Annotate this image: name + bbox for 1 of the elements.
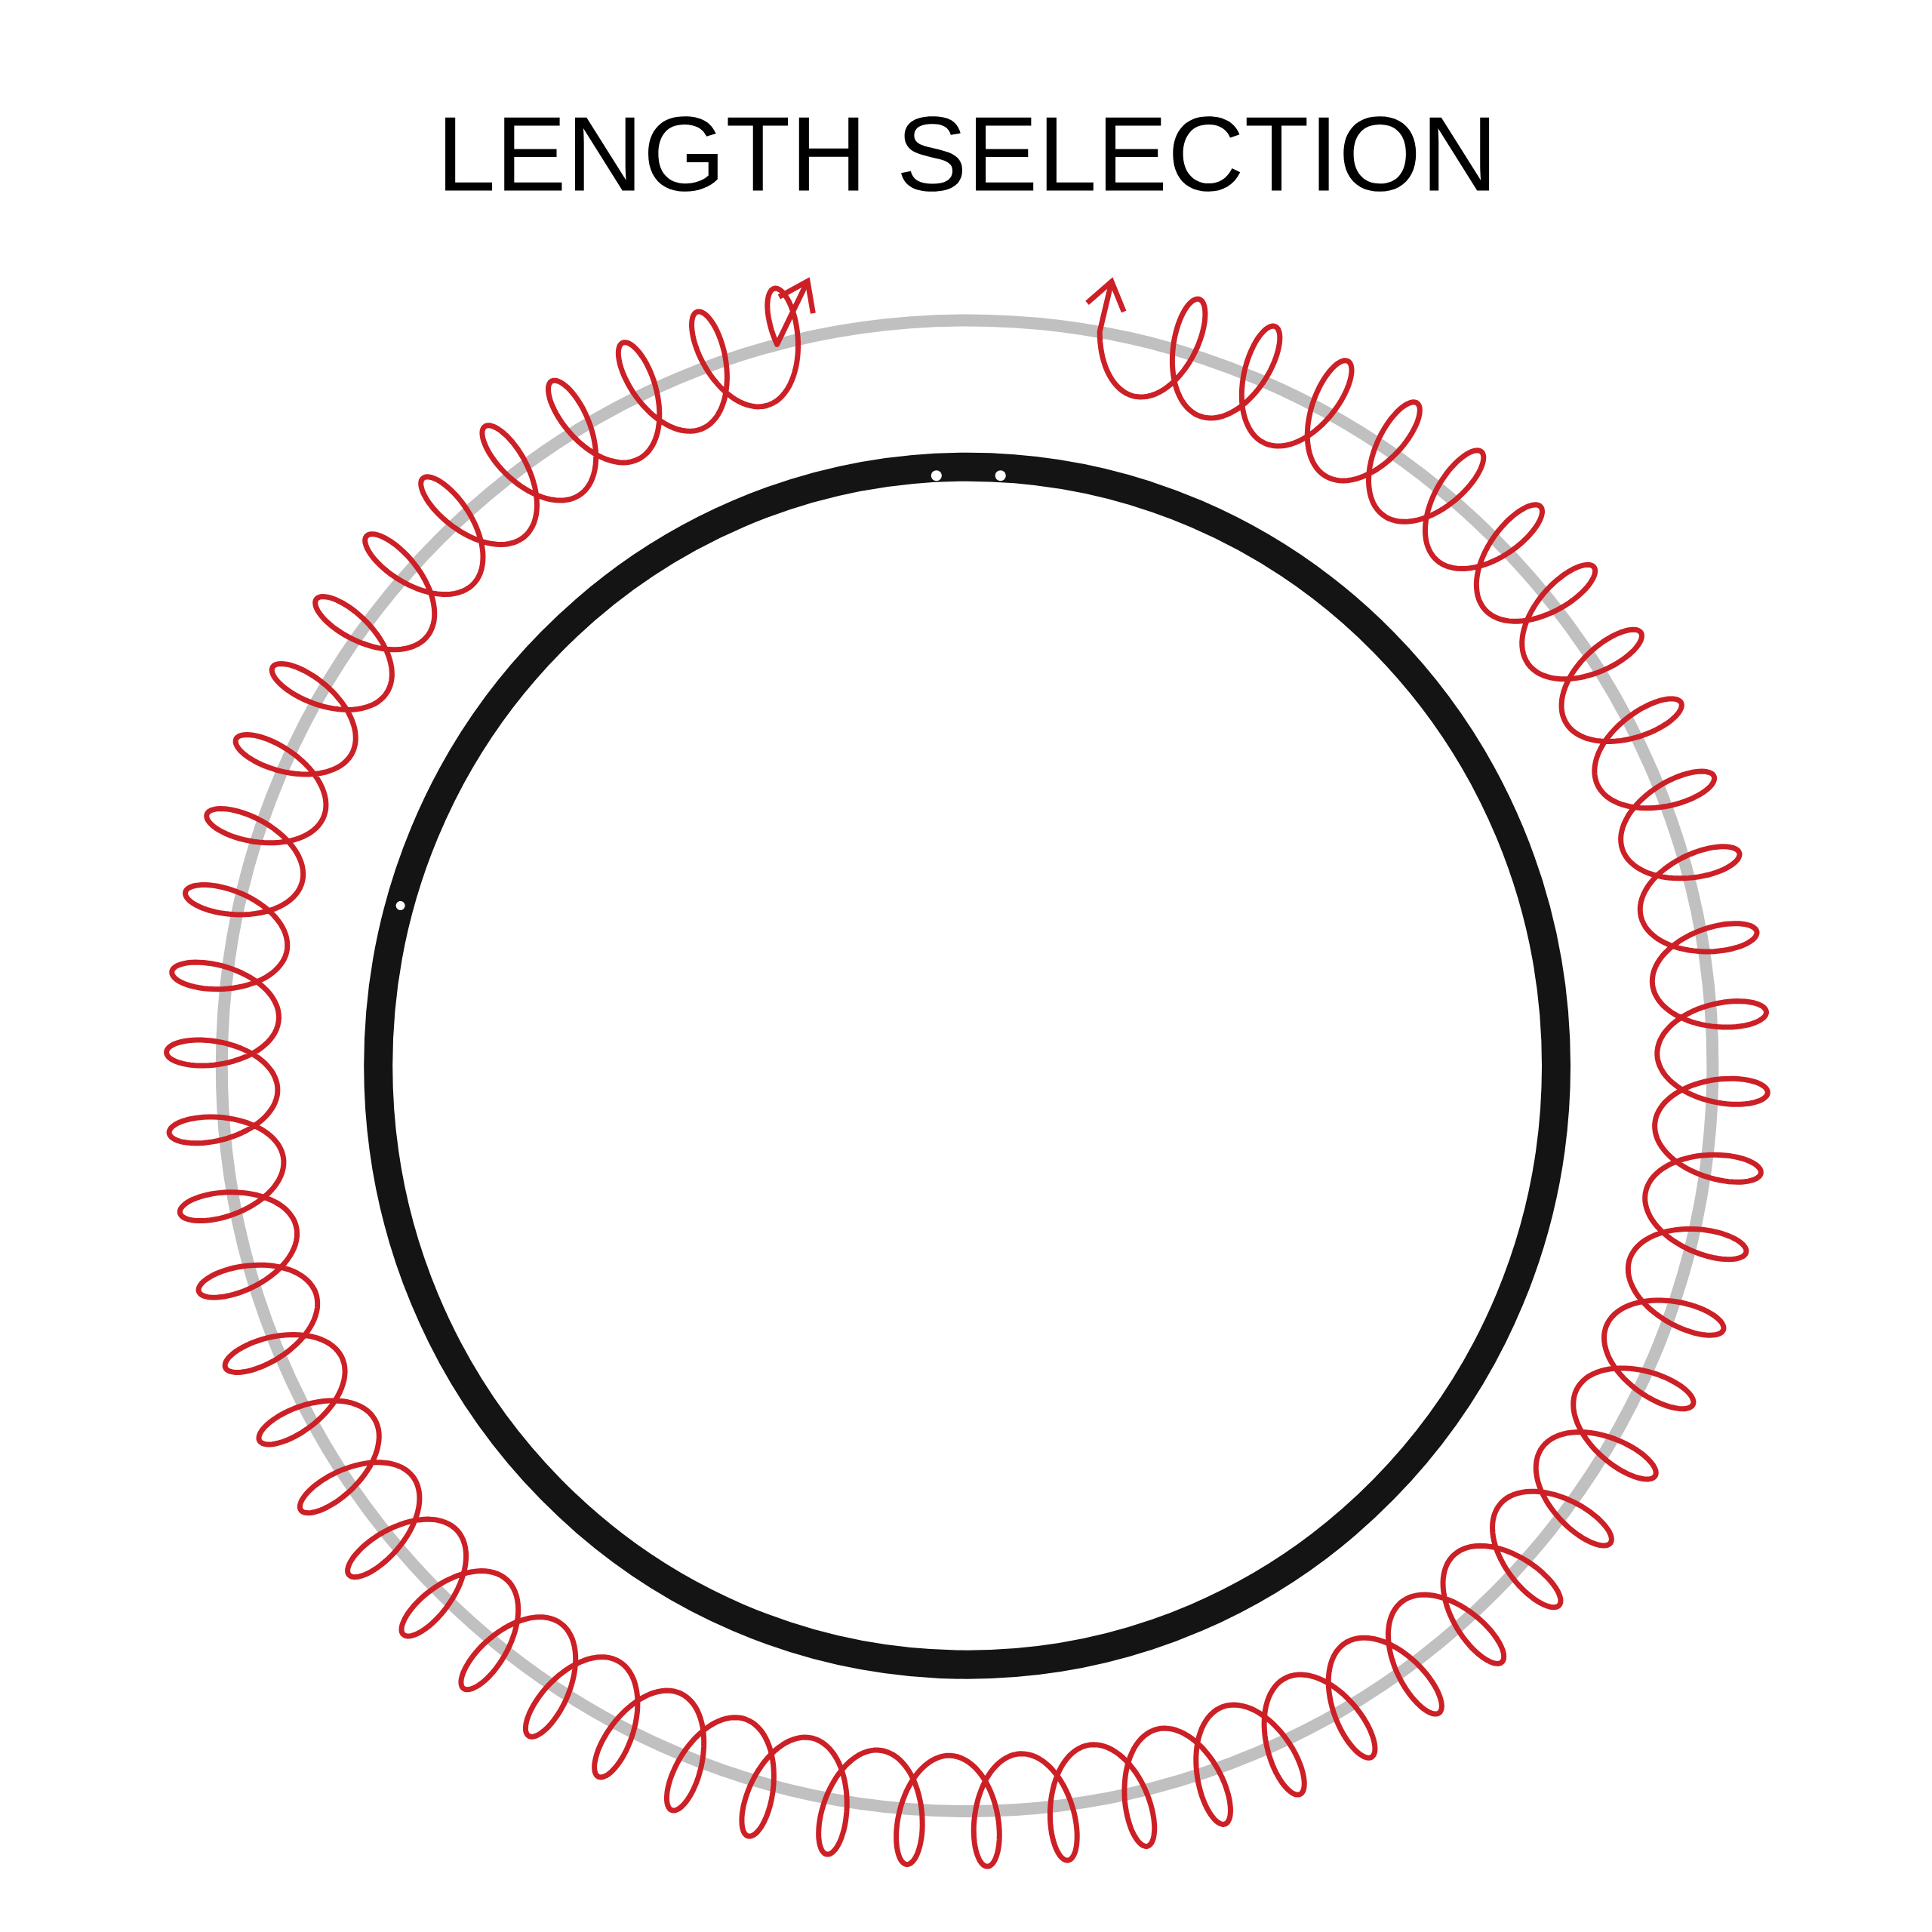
title: LENGTH SELECTION xyxy=(445,116,1490,192)
